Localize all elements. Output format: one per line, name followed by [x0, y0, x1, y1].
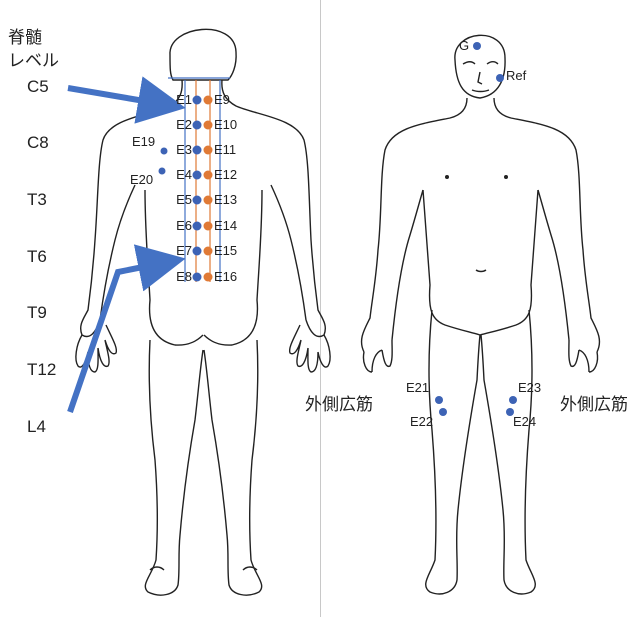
electrode-dot-g	[473, 42, 481, 50]
electrode-dot-e20	[159, 168, 166, 175]
electrode-dot-e23	[509, 396, 517, 404]
level-label-t3: T3	[27, 190, 47, 209]
electrode-label-e20: E20	[130, 172, 153, 187]
electrode-dot-e8	[193, 273, 202, 282]
muscle-label-right: 外側広筋	[560, 395, 628, 414]
electrode-label-e10: E10	[214, 117, 237, 132]
front-body-marks	[445, 175, 508, 272]
muscle-label-left: 外側広筋	[305, 395, 373, 414]
electrode-dot-e13	[204, 196, 213, 205]
electrode-label-e4: E4	[176, 167, 192, 182]
electrode-dot-e7	[193, 247, 202, 256]
electrode-dot-e1	[193, 96, 202, 105]
electrode-dot-e14	[204, 222, 213, 231]
electrode-label-g: G	[459, 38, 469, 53]
electrode-label-ref: Ref	[506, 68, 527, 83]
electrode-label-e8: E8	[176, 269, 192, 284]
electrode-dot-e5	[193, 196, 202, 205]
electrode-dot-e19	[161, 148, 168, 155]
electrode-label-e12: E12	[214, 167, 237, 182]
electrode-label-e7: E7	[176, 243, 192, 258]
level-label-c8: C8	[27, 133, 49, 152]
electrode-label-e19: E19	[132, 134, 155, 149]
electrode-dot-e15	[204, 247, 213, 256]
electrode-label-e2: E2	[176, 117, 192, 132]
electrode-label-e1: E1	[176, 92, 192, 107]
electrode-dot-e21	[435, 396, 443, 404]
arrow-l4	[70, 262, 168, 412]
electrode-label-e6: E6	[176, 218, 192, 233]
level-label-t12: T12	[27, 360, 56, 379]
back-body-outline	[76, 29, 330, 595]
arrow-c5	[68, 88, 168, 105]
title-line-1: 脊髄	[8, 28, 42, 47]
electrode-label-e13: E13	[214, 192, 237, 207]
electrode-label-e24: E24	[513, 414, 536, 429]
electrode-dot-e4	[193, 171, 202, 180]
electrode-dot-e12	[204, 171, 213, 180]
level-label-l4: L4	[27, 417, 46, 436]
level-label-t9: T9	[27, 303, 47, 322]
electrode-label-e16: E16	[214, 269, 237, 284]
electrode-label-e9: E9	[214, 92, 230, 107]
level-label-t6: T6	[27, 247, 47, 266]
electrode-dot-e11	[204, 146, 213, 155]
electrode-label-e21: E21	[406, 380, 429, 395]
electrode-label-e15: E15	[214, 243, 237, 258]
electrode-label-e11: E11	[214, 142, 236, 157]
electrode-label-e14: E14	[214, 218, 237, 233]
electrode-dot-e9	[204, 96, 213, 105]
electrode-dot-e22	[439, 408, 447, 416]
electrode-dot-e2	[193, 121, 202, 130]
electrode-label-e5: E5	[176, 192, 192, 207]
electrode-dot-e10	[204, 121, 213, 130]
electrode-dot-ref	[496, 74, 504, 82]
electrode-dot-e3	[193, 146, 202, 155]
electrode-label-e3: E3	[176, 142, 192, 157]
spinal-level-title: 脊髄 レベル	[8, 28, 59, 70]
electrode-label-e23: E23	[518, 380, 541, 395]
electrode-dot-e6	[193, 222, 202, 231]
level-label-c5: C5	[27, 77, 49, 96]
title-line-2: レベル	[8, 51, 59, 70]
front-body-outline	[362, 35, 600, 594]
electrode-label-e22: E22	[410, 414, 433, 429]
electrode-dot-e16	[204, 273, 213, 282]
